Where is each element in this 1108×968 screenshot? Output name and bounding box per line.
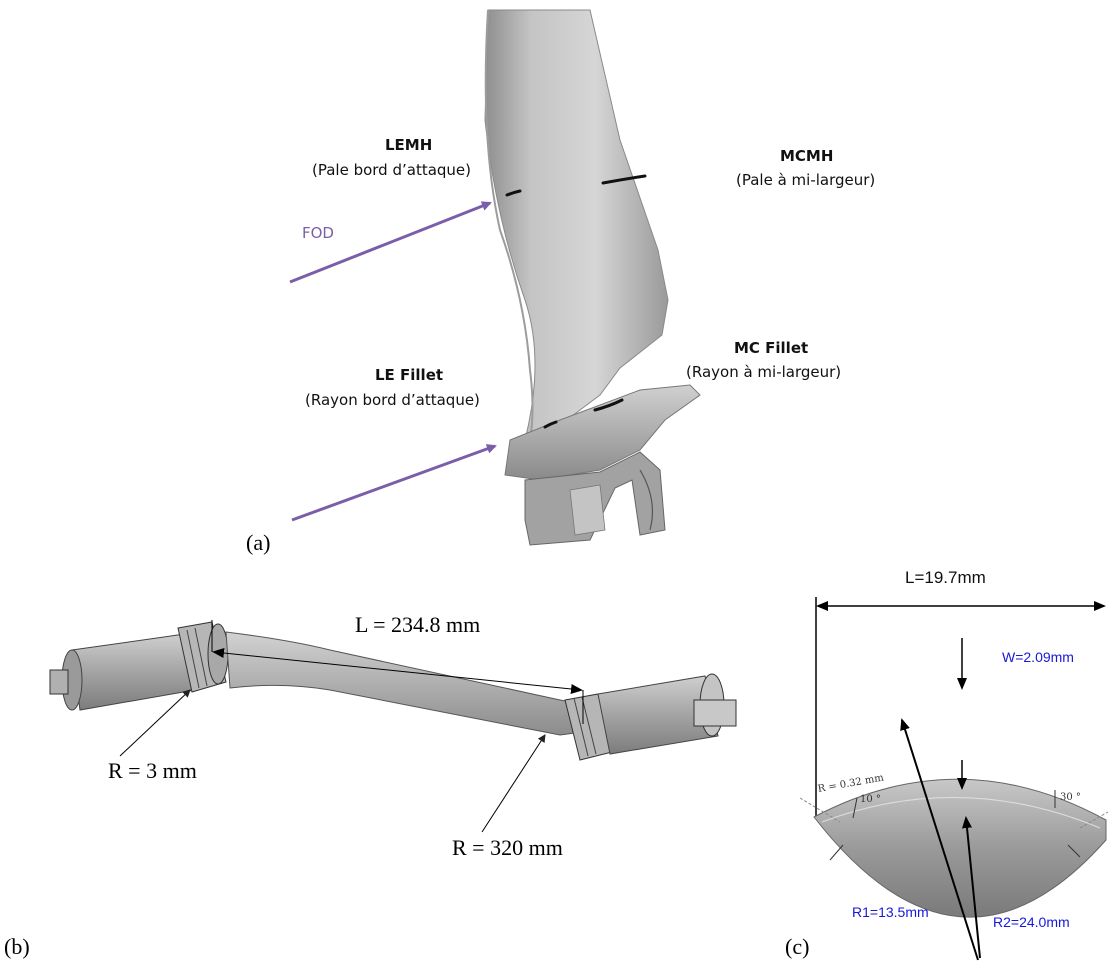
le-fillet-title: LE Fillet [375,366,444,384]
curved-specimen-shape [813,778,1107,918]
specimen-illustration [49,621,737,761]
panel-b-caption: (b) [4,934,30,959]
length-label-b: L = 234.8 mm [355,612,481,637]
width-label: W=2.09mm [1002,649,1074,665]
r1-label: R1=13.5mm [852,904,929,920]
r2-radius-arrow [962,816,981,959]
mcmh-subtitle: (Pale à mi-largeur) [736,171,876,189]
lemh-title: LEMH [385,136,433,154]
mc-fillet-title: MC Fillet [734,339,809,357]
panel-a-caption: (a) [246,530,271,555]
fod-arrow-lower [291,444,497,522]
le-fillet-subtitle: (Rayon bord d’attaque) [305,391,480,409]
r2-label: R2=24.0mm [993,914,1070,930]
length-label-c: L=19.7mm [905,568,986,587]
lemh-subtitle: (Pale bord d’attaque) [312,161,472,179]
radius-large-label: R = 320 mm [452,835,563,860]
angle-left-label: 10 ° [860,794,881,805]
length-dimension-line-b [212,648,583,694]
panel-c-caption: (c) [785,934,810,959]
radius-large-leader [481,734,546,833]
fan-blade-illustration [484,9,701,546]
r1-radius-arrow [900,718,979,961]
mc-fillet-subtitle: (Rayon à mi-largeur) [686,363,842,381]
radius-small-label: R = 3 mm [108,758,197,783]
angle-right-label: 30 ° [1060,792,1081,803]
fod-label: FOD [302,224,334,242]
radius-small-leader [119,689,191,757]
fod-arrow-upper [289,201,492,284]
mcmh-title: MCMH [780,147,834,165]
